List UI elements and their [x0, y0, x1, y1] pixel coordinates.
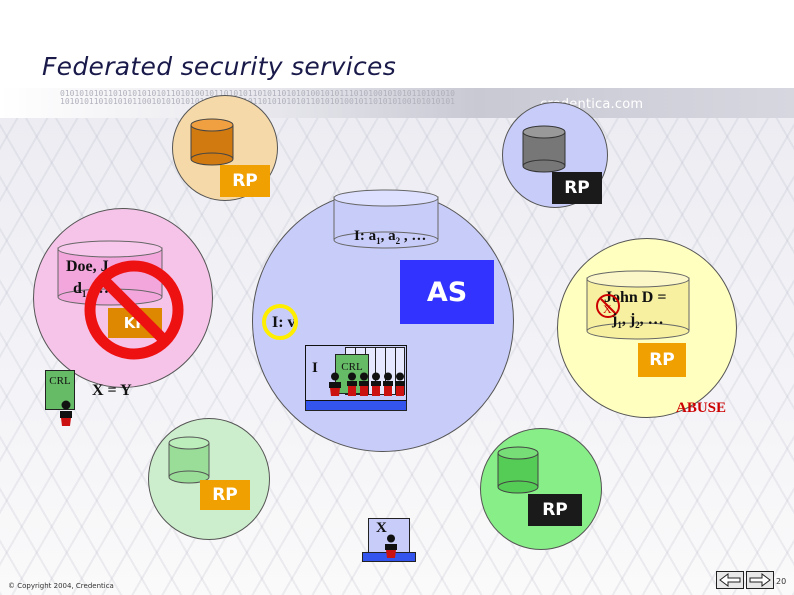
header-band [0, 88, 794, 118]
copyright: © Copyright 2004, Credentica [8, 582, 114, 590]
rp-box-bottom-left: RP [200, 480, 250, 510]
as-attributes: I: a1, a2 , … [354, 228, 427, 246]
database-icon [190, 118, 234, 166]
rp-box-top-left: RP [220, 165, 270, 197]
database-icon [333, 189, 439, 249]
bottom-right-circle [480, 428, 602, 550]
right-record-name: John D = [604, 289, 667, 306]
person-icon [329, 372, 341, 396]
i-v-label: I: v [272, 314, 296, 331]
database-icon [497, 446, 539, 494]
person-row [347, 372, 405, 396]
abuse-label: ABUSE [676, 400, 727, 416]
slide-title: Federated security services [42, 52, 397, 81]
right-record-x: X [603, 302, 612, 316]
central-i-label: I [312, 360, 318, 376]
database-icon [522, 125, 566, 173]
x-equals-y-label: X = Y [92, 382, 132, 399]
rp-box-top-right: RP [552, 172, 602, 204]
rp-box-right: RP [638, 343, 686, 377]
highlight-ring [262, 304, 298, 340]
as-box: AS [400, 260, 494, 324]
bottom-x-label: X [376, 520, 387, 536]
database-icon [586, 270, 690, 340]
left-record-name: Doe, J [66, 258, 109, 275]
binary-pattern: 0101010101101010101010110101001011010101… [60, 90, 455, 106]
database-icon [168, 436, 210, 484]
person-icon [60, 400, 72, 426]
right-record-attributes: j1, j2, … [612, 311, 664, 331]
rp-box-bottom-right: RP [528, 494, 582, 526]
person-icon [385, 534, 397, 558]
x-circle-icon [596, 294, 620, 318]
page-number: 20 [776, 577, 787, 586]
bottom-left-circle [148, 418, 270, 540]
no-entry-icon [84, 260, 184, 360]
nav-arrow-icon[interactable] [716, 571, 774, 589]
